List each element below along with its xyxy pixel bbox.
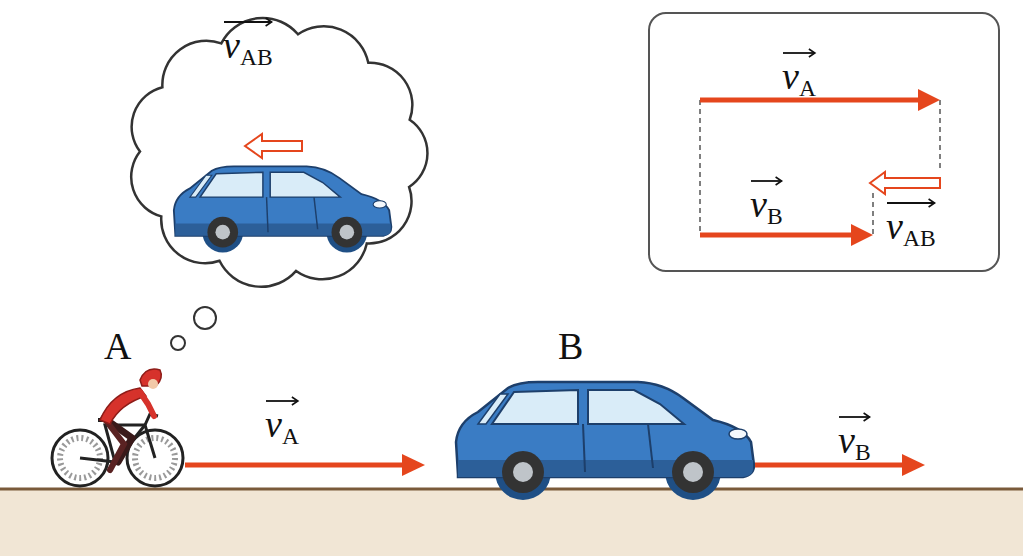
car-b bbox=[456, 382, 754, 500]
vector-panel: vAvBvAB bbox=[648, 12, 1000, 272]
vector-subscript: AB bbox=[240, 44, 273, 70]
vector-symbol: v bbox=[223, 24, 240, 66]
vector-label: vB bbox=[750, 176, 783, 223]
vector-diagram bbox=[700, 89, 940, 246]
vector-symbol: v bbox=[265, 403, 282, 445]
dashed-guide bbox=[699, 100, 701, 235]
relative-velocity-arrow bbox=[870, 172, 940, 194]
leg bbox=[104, 418, 124, 470]
overarrow-line bbox=[224, 21, 272, 23]
overarrow-line bbox=[839, 416, 870, 418]
arrow-shaft bbox=[755, 463, 905, 468]
vector-subscript: B bbox=[767, 203, 783, 229]
overarrow-head bbox=[929, 199, 935, 207]
vector-symbol: v bbox=[838, 419, 855, 461]
vector-overarrow bbox=[265, 396, 299, 406]
arrow-head bbox=[918, 89, 940, 111]
cloud-shape bbox=[131, 18, 427, 287]
vector-label: vA bbox=[782, 48, 816, 95]
arrow-shaft bbox=[700, 233, 853, 238]
arrow-shaft bbox=[185, 463, 405, 468]
cyclist bbox=[52, 369, 183, 486]
vector-symbol: v bbox=[750, 183, 767, 225]
vector-overarrow bbox=[782, 48, 816, 58]
vector-overarrow bbox=[750, 176, 783, 186]
overarrow-head bbox=[292, 397, 298, 405]
overarrow-line bbox=[751, 180, 782, 182]
object-label: A bbox=[104, 327, 131, 365]
vector-overarrow bbox=[838, 412, 871, 422]
overarrow-line bbox=[266, 400, 298, 402]
rider-arm bbox=[140, 392, 154, 416]
vector-overarrow bbox=[886, 198, 936, 208]
overarrow-head bbox=[776, 177, 782, 185]
vector-label: vA bbox=[265, 396, 299, 443]
car-as-seen-by-a bbox=[174, 166, 392, 252]
vector-subscript: A bbox=[799, 75, 816, 101]
vector-subscript: A bbox=[282, 423, 299, 449]
arrow-head bbox=[902, 454, 925, 476]
velocity-arrow-a bbox=[185, 454, 425, 476]
relative-velocity-arrow bbox=[245, 134, 302, 158]
overarrow-line bbox=[783, 52, 815, 54]
cloud-outline bbox=[115, 5, 440, 300]
vector-symbol: v bbox=[782, 55, 799, 97]
overarrow-head bbox=[809, 49, 815, 57]
dashed-guide bbox=[872, 193, 874, 235]
arrow-head bbox=[851, 224, 873, 246]
thought-bubble bbox=[171, 336, 185, 350]
arrow-head bbox=[402, 454, 425, 476]
thought-cloud: vAB bbox=[115, 5, 440, 300]
object-label: B bbox=[558, 327, 583, 365]
vector-symbol: v bbox=[886, 205, 903, 247]
vector-label: vAB bbox=[223, 17, 273, 64]
face bbox=[148, 379, 158, 389]
vector-subscript: B bbox=[855, 439, 871, 465]
thought-bubble bbox=[194, 307, 216, 329]
overarrow-head bbox=[266, 18, 272, 26]
vector-overarrow bbox=[223, 17, 273, 27]
dashed-guide bbox=[939, 100, 941, 172]
ground bbox=[0, 488, 1023, 556]
overarrow-line bbox=[887, 202, 935, 204]
vector-label: vAB bbox=[886, 198, 936, 245]
vector-label: vB bbox=[838, 412, 871, 459]
overarrow-head bbox=[864, 413, 870, 421]
vector-subscript: AB bbox=[903, 225, 936, 251]
